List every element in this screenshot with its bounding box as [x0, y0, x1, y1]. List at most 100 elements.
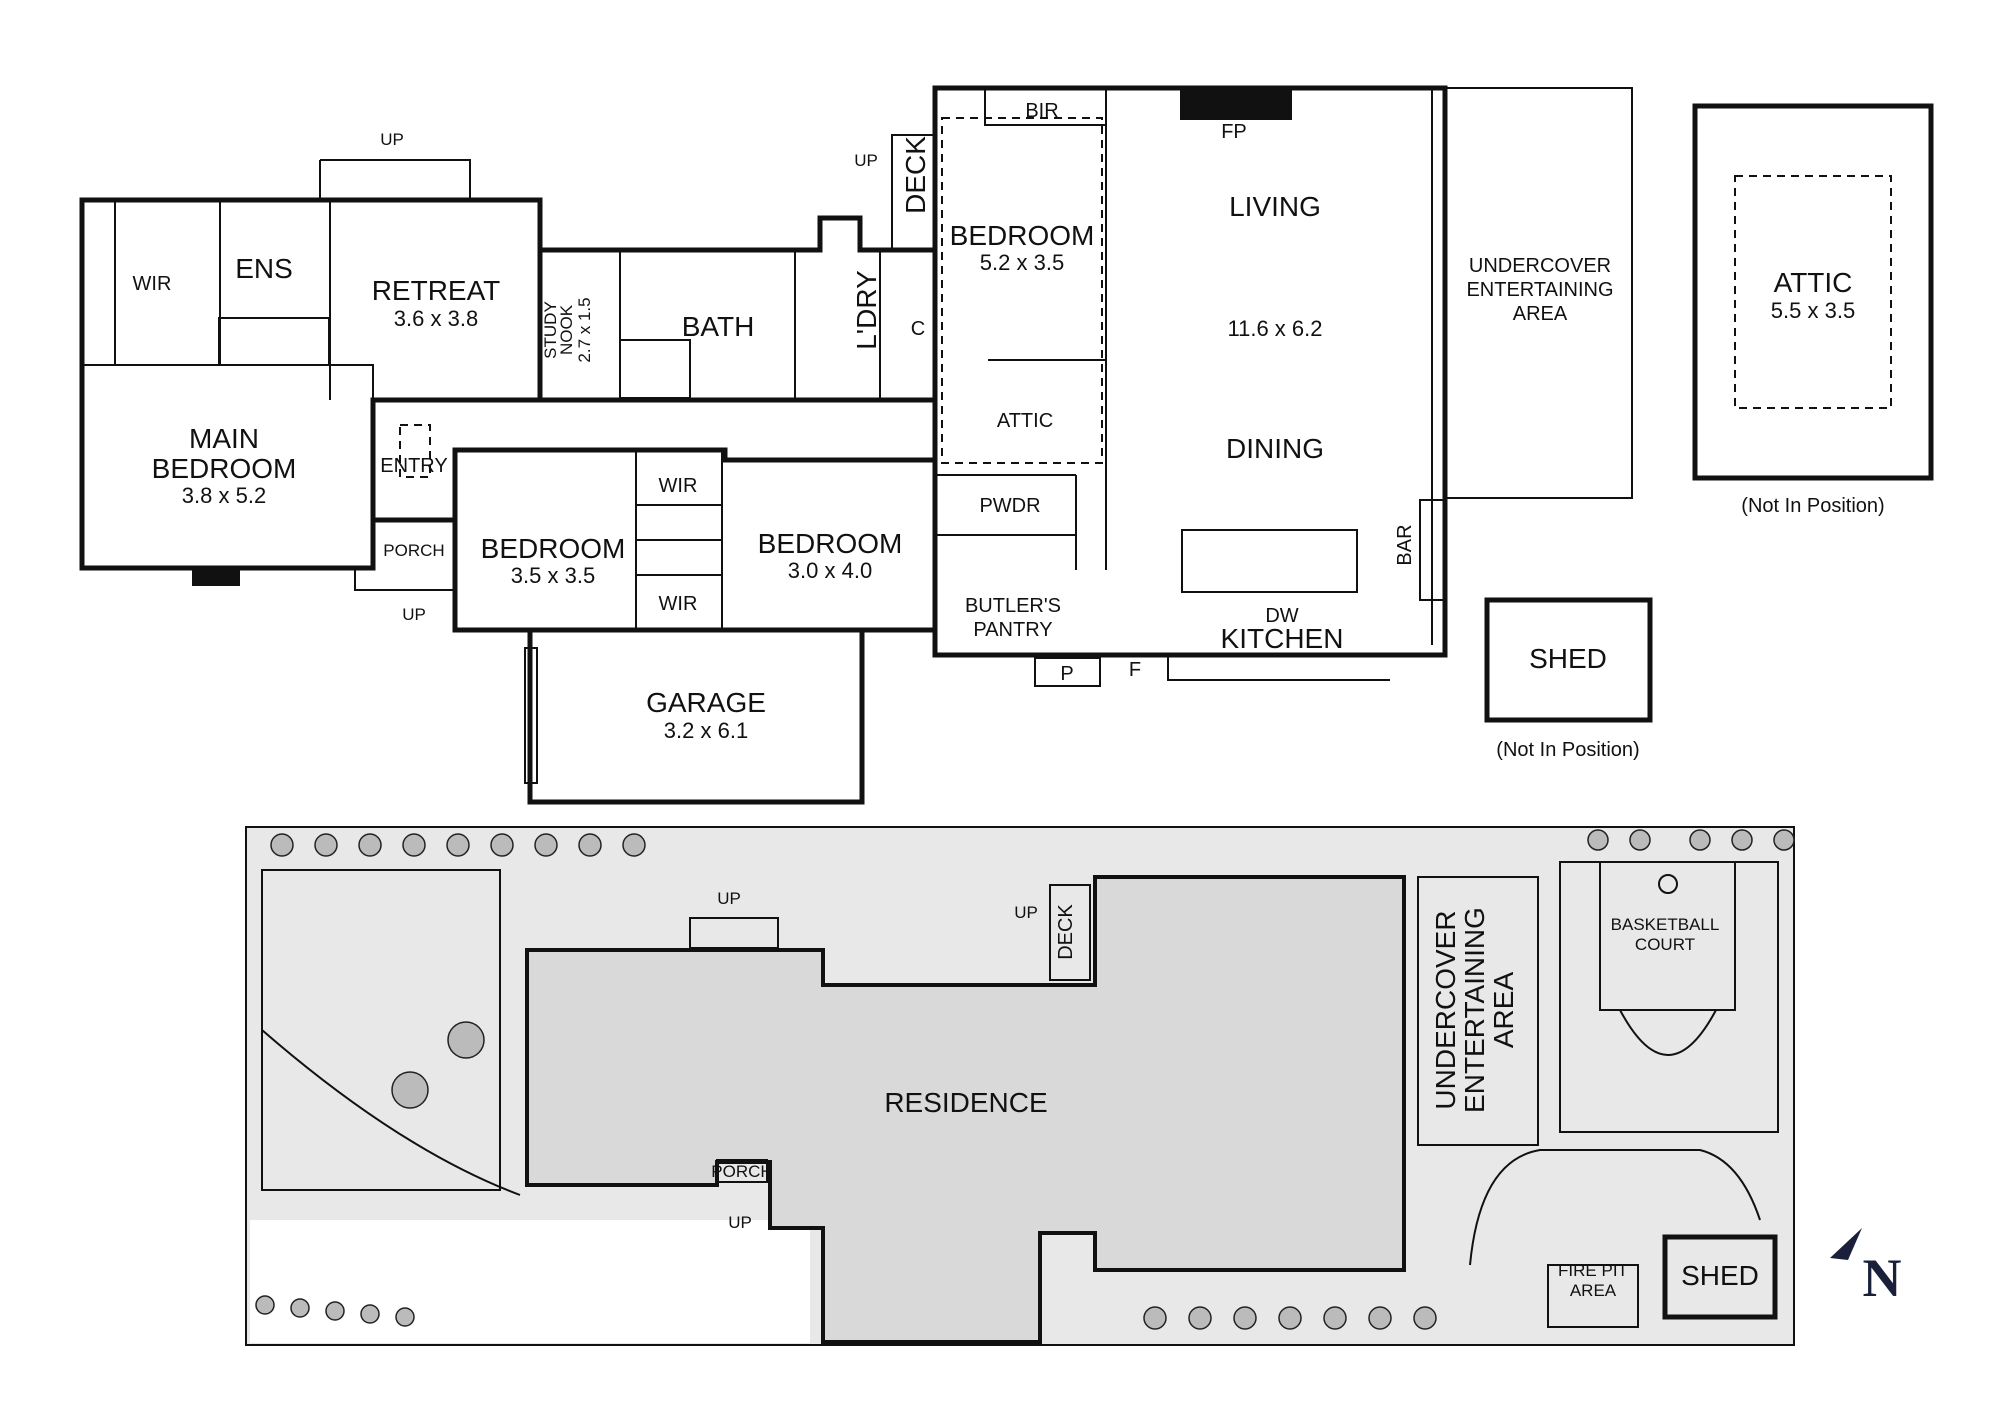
shrub — [255, 1295, 275, 1315]
label-deck: DECK — [900, 136, 931, 214]
label-garage-dim: 3.2 x 6.1 — [664, 718, 748, 743]
north-compass: N — [1830, 1228, 1902, 1308]
west-wing-walls — [79, 197, 543, 571]
label-wir-main: WIR — [133, 273, 172, 295]
label-deck-site: DECK — [1055, 904, 1077, 960]
label-pwdr: PWDR — [979, 495, 1040, 517]
label-ldry: L'DRY — [851, 270, 882, 350]
label-bedroom1: BEDROOM — [950, 220, 1095, 251]
porch-top-site — [689, 917, 779, 949]
shrub — [402, 833, 426, 857]
court-arc — [1619, 1009, 1717, 1056]
label-p: P — [1060, 663, 1073, 685]
label-butlers-2: PANTRY — [973, 619, 1052, 641]
label-up-porch: UP — [402, 605, 426, 624]
shrub — [290, 1298, 310, 1318]
shrub — [1629, 829, 1651, 851]
label-porch-site: PORCH — [711, 1162, 772, 1181]
porch-step — [354, 570, 455, 591]
label-wir-2: WIR — [659, 475, 698, 497]
label-basketball: BASKETBALL — [1611, 915, 1720, 934]
kitchen-island — [1181, 529, 1358, 593]
attic-box — [1692, 103, 1934, 481]
front-lawn — [261, 869, 501, 1191]
label-bedroom3: BEDROOM — [758, 528, 903, 559]
shrub — [1587, 829, 1609, 851]
label-shed-box-note: (Not In Position) — [1496, 739, 1639, 761]
label-bedroom3-dim: 3.0 x 4.0 — [788, 558, 872, 583]
label-attic-box-dim: 5.5 x 3.5 — [1771, 298, 1855, 323]
shrub — [270, 833, 294, 857]
label-ens: ENS — [235, 253, 293, 284]
label-undercover-site: UNDERCOVER — [1430, 910, 1461, 1109]
shrub — [534, 833, 558, 857]
label-undercover: UNDERCOVER — [1469, 255, 1611, 277]
shrub — [622, 833, 646, 857]
shrub — [1368, 1306, 1392, 1330]
label-up-porch-top: UP — [717, 889, 741, 908]
shed-box — [1484, 597, 1653, 723]
label-study: STUDY — [541, 301, 560, 359]
bar-counter — [1419, 499, 1446, 601]
label-bath: BATH — [682, 311, 755, 342]
path-curve — [261, 1029, 521, 1196]
label-bar: BAR — [1394, 524, 1416, 565]
fireplace-main — [192, 568, 240, 586]
label-up-deck-site: UP — [1014, 903, 1038, 922]
label-bedroom2: BEDROOM — [481, 533, 626, 564]
pantry-walls — [935, 360, 1107, 570]
label-attic-box-note: (Not In Position) — [1741, 495, 1884, 517]
garage-door — [524, 647, 538, 784]
deck-site — [1049, 884, 1091, 981]
label-shed-box: SHED — [1529, 643, 1607, 674]
retreat-step — [319, 159, 471, 200]
shrub — [395, 1307, 415, 1327]
label-study-nook: NOOK — [557, 304, 576, 355]
label-shed-site: SHED — [1681, 1260, 1759, 1291]
tree — [391, 1071, 429, 1109]
label-undercover-site-3: AREA — [1488, 972, 1519, 1049]
label-living-dim: 11.6 x 6.2 — [1228, 316, 1323, 341]
label-main-bedroom: MAIN — [189, 423, 259, 454]
wir-walls — [635, 450, 723, 630]
label-study-dim: 2.7 x 1.5 — [575, 297, 594, 362]
label-up-deck: UP — [854, 151, 878, 170]
shrub — [578, 833, 602, 857]
label-dw: DW — [1265, 605, 1298, 627]
hoop-icon — [1658, 874, 1678, 894]
garden-path — [1469, 1149, 1761, 1266]
label-bedroom2-dim: 3.5 x 3.5 — [511, 563, 595, 588]
undercover-area — [1445, 87, 1633, 499]
label-living: LIVING — [1229, 191, 1321, 222]
shrub — [1689, 829, 1711, 851]
tree — [447, 1021, 485, 1059]
shrub — [1413, 1306, 1437, 1330]
east-block-walls — [932, 85, 1448, 658]
label-undercover-2: ENTERTAINING — [1466, 279, 1613, 301]
shrubs — [255, 829, 1795, 1330]
ensuite-walls — [114, 200, 331, 400]
shrub — [1233, 1306, 1257, 1330]
shrub — [314, 833, 338, 857]
label-butlers: BUTLER'S — [965, 595, 1061, 617]
fire-pit-area — [1547, 1264, 1639, 1328]
floor-plan: WIR ENS RETREAT 3.6 x 3.8 UP STUDY NOOK … — [79, 85, 1934, 805]
entry-hatch — [399, 424, 431, 478]
label-up-porch-bottom: UP — [728, 1213, 752, 1232]
label-main-bedroom-2: BEDROOM — [152, 453, 297, 484]
label-kitchen: KITCHEN — [1221, 623, 1344, 654]
label-garage: GARAGE — [646, 687, 766, 718]
label-bedroom1-dim: 5.2 x 3.5 — [980, 250, 1064, 275]
kitchen-bench — [1167, 655, 1390, 681]
label-entry: ENTRY — [380, 455, 447, 477]
compass-label: N — [1863, 1248, 1902, 1308]
label-residence: RESIDENCE — [884, 1087, 1047, 1118]
shrub — [1278, 1306, 1302, 1330]
label-fp: FP — [1221, 121, 1247, 143]
label-wir-3: WIR — [659, 593, 698, 615]
undercover-site — [1417, 876, 1539, 1146]
shower-ens — [218, 317, 330, 366]
bir-walls — [984, 88, 1107, 126]
shower-bath — [619, 339, 691, 399]
label-basketball-2: COURT — [1635, 935, 1695, 954]
